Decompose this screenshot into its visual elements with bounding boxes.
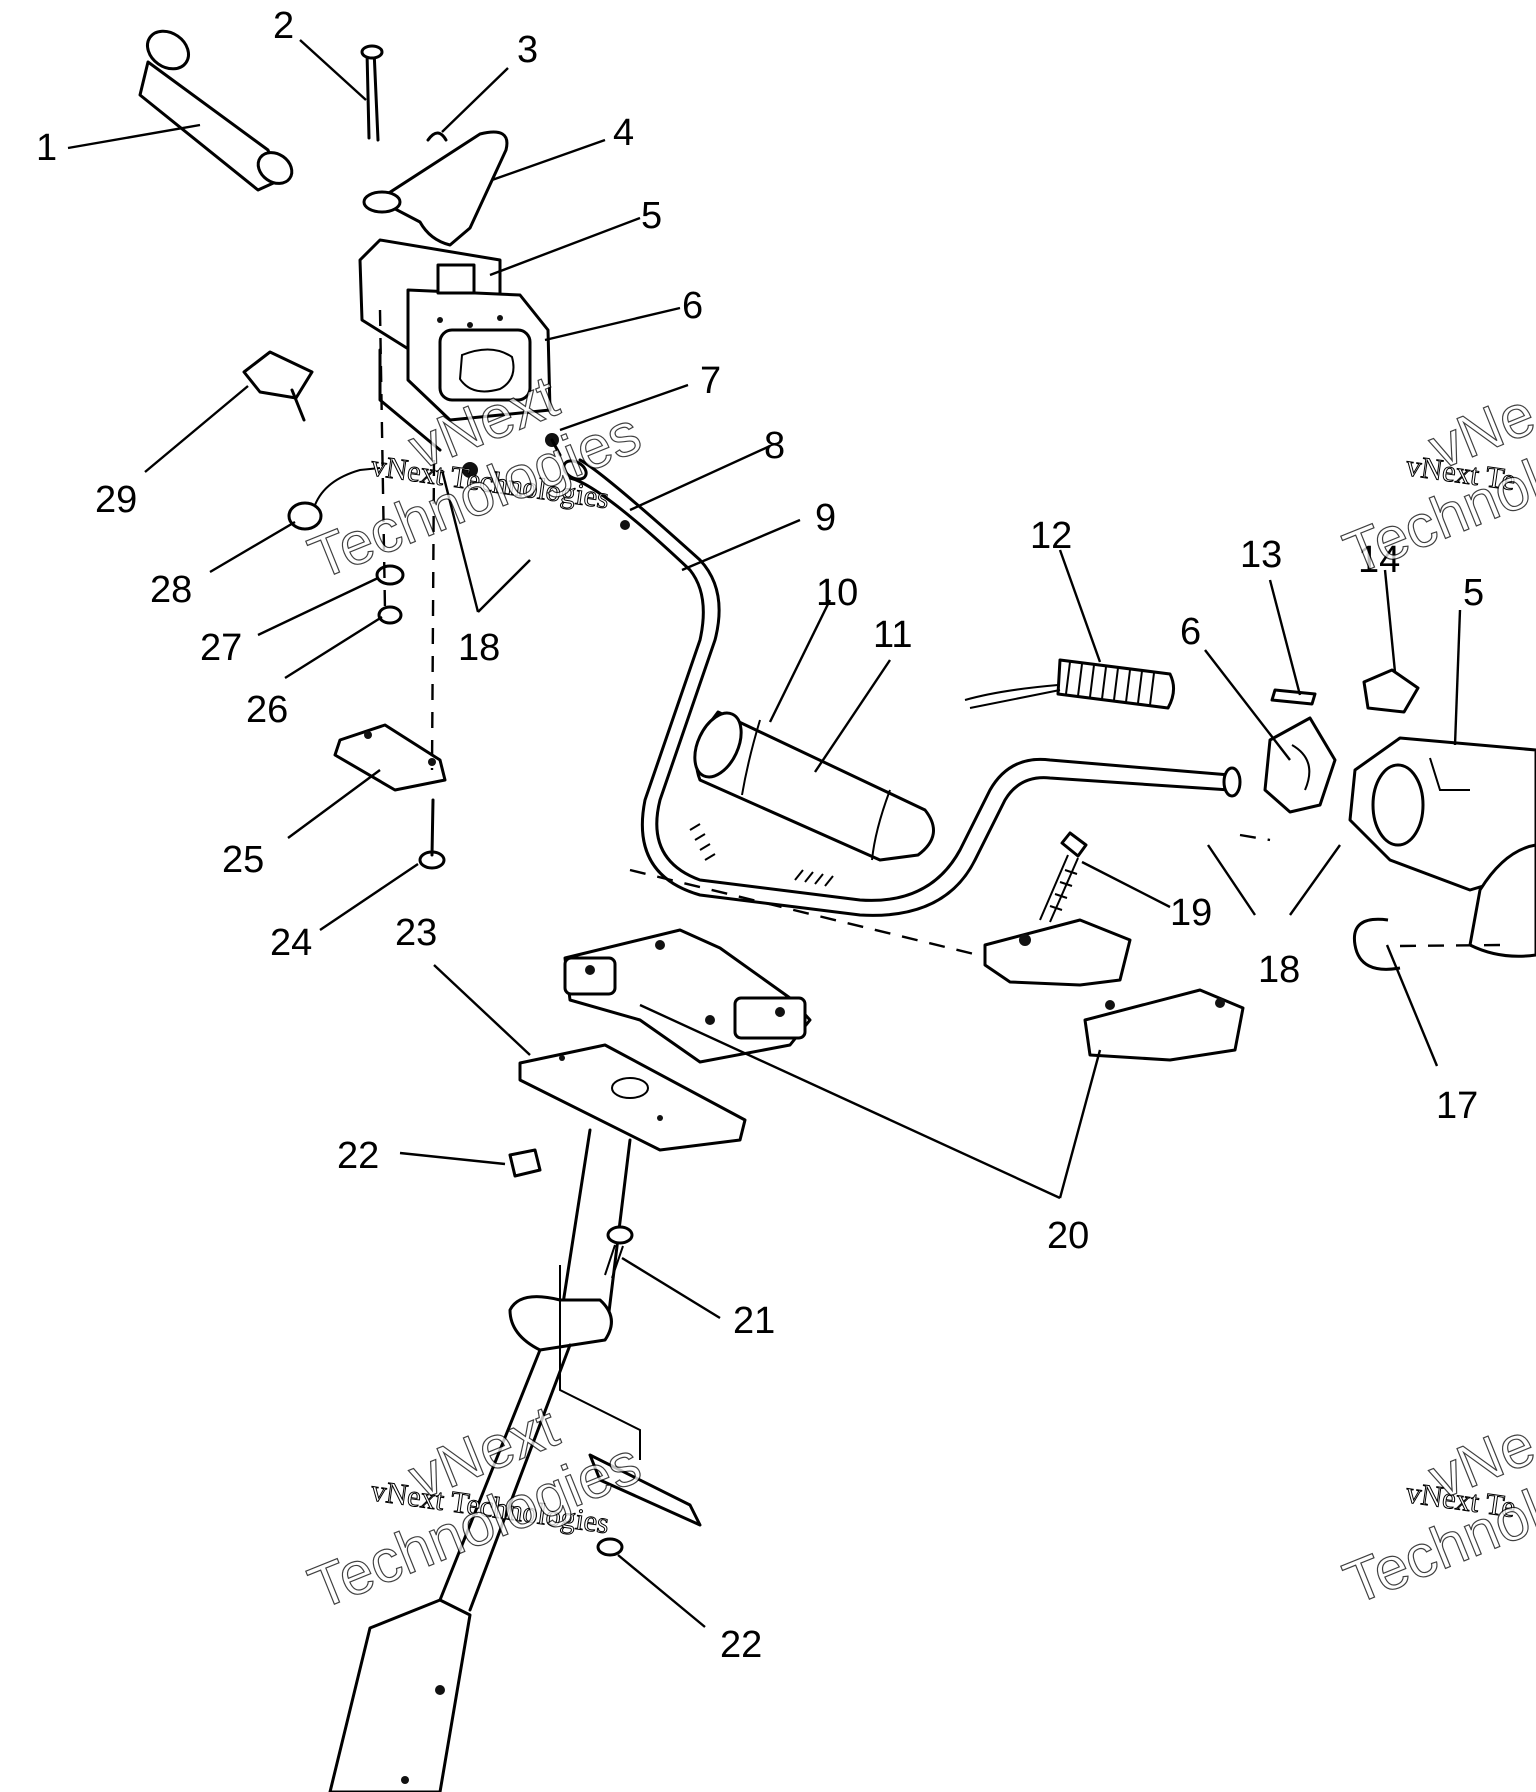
part-grip xyxy=(138,29,294,192)
callout-6-left: 6 xyxy=(682,285,703,327)
callout-20: 20 xyxy=(1047,1215,1089,1257)
callout-18-left: 18 xyxy=(458,627,500,669)
part-clamp-ring xyxy=(1352,917,1501,971)
callout-8: 8 xyxy=(764,425,785,467)
callout-6-right: 6 xyxy=(1180,611,1201,653)
part-handlebar-pad xyxy=(693,710,935,862)
callout-4: 4 xyxy=(613,112,634,154)
leader-lines xyxy=(67,39,1462,1628)
callout-24: 24 xyxy=(270,922,312,964)
part-post-hardware xyxy=(508,1148,702,1557)
watermark-right-lower: vNext Te vNe Technol xyxy=(1334,1409,1536,1617)
callout-17: 17 xyxy=(1436,1085,1478,1127)
part-clip xyxy=(426,131,448,142)
callout-11: 11 xyxy=(873,614,912,656)
callout-9: 9 xyxy=(815,497,836,539)
part-cap-bolt xyxy=(1039,831,1088,923)
callout-23: 23 xyxy=(395,912,437,954)
watermark-lower: vNext Technologies vNext Technologies xyxy=(299,1392,650,1623)
callout-1: 1 xyxy=(36,127,57,169)
watermark-upper: vNext Technologies vNext Technologies xyxy=(299,362,650,593)
callout-7: 7 xyxy=(700,360,721,402)
callout-2: 2 xyxy=(273,5,294,47)
callout-22-lower: 22 xyxy=(720,1624,762,1666)
part-upper-clamps xyxy=(563,918,1245,1064)
callout-3: 3 xyxy=(517,29,538,71)
part-handlebar xyxy=(562,458,1242,917)
alignment-lines xyxy=(378,309,1271,957)
part-lower-bracket xyxy=(333,723,447,870)
callout-labels: 1 2 3 4 5 5 6 6 7 8 9 10 11 12 13 14 17 … xyxy=(36,5,1484,1666)
callout-26: 26 xyxy=(246,689,288,731)
callout-27: 27 xyxy=(200,627,242,669)
part-housing-screws xyxy=(462,433,630,530)
part-steering-post xyxy=(328,1043,747,1792)
callout-18-right: 18 xyxy=(1258,949,1300,991)
part-switch-housing-right xyxy=(1263,716,1536,958)
part-small-switch-parts xyxy=(1270,668,1420,714)
part-throttle-lever xyxy=(362,130,509,247)
callout-13: 13 xyxy=(1240,534,1282,576)
callout-25: 25 xyxy=(222,839,264,881)
callout-12: 12 xyxy=(1030,515,1072,557)
callout-22-upper: 22 xyxy=(337,1135,379,1177)
part-pivot-pin xyxy=(360,44,384,142)
callout-14: 14 xyxy=(1358,539,1400,581)
callout-5-left: 5 xyxy=(641,195,662,237)
watermark-right-upper: vNext Te vNe Technol xyxy=(1334,379,1536,587)
callout-5-right: 5 xyxy=(1463,572,1484,614)
callout-19: 19 xyxy=(1170,892,1212,934)
callout-28: 28 xyxy=(150,569,192,611)
part-small-fasteners xyxy=(242,350,405,625)
callout-29: 29 xyxy=(95,479,137,521)
part-throttle-housing xyxy=(358,238,552,452)
callout-21: 21 xyxy=(733,1300,775,1342)
callout-10: 10 xyxy=(816,572,858,614)
part-heater-coil xyxy=(964,658,1175,710)
